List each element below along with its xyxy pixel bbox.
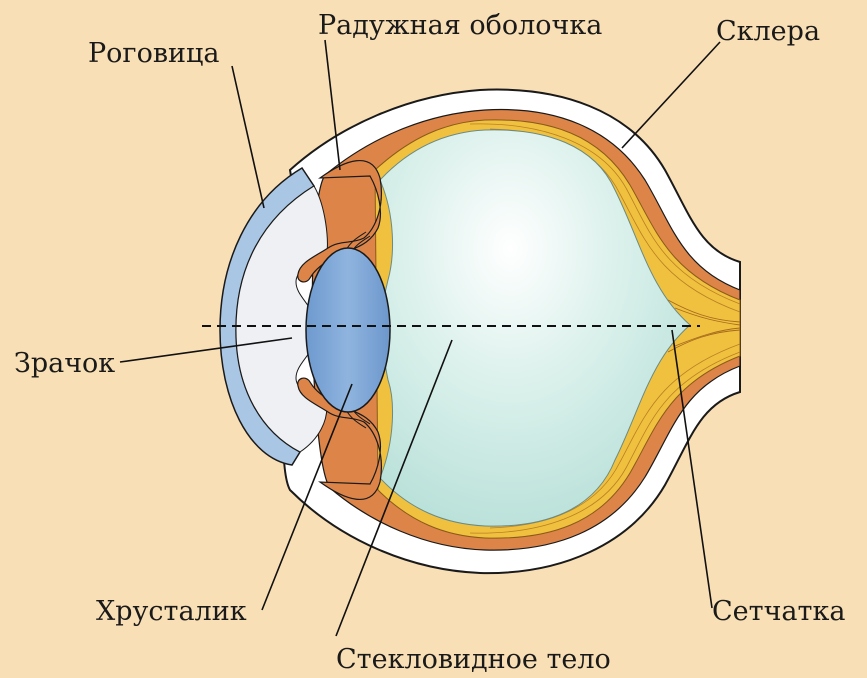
lens bbox=[306, 248, 390, 412]
label-pupil: Зрачок bbox=[14, 348, 115, 379]
leader-sclera bbox=[622, 42, 720, 148]
label-sclera: Склера bbox=[716, 16, 820, 47]
label-iris: Радужная оболочка bbox=[318, 10, 602, 41]
label-lens: Хрусталик bbox=[96, 596, 247, 627]
label-vitreous: Стекловидное тело bbox=[336, 644, 611, 675]
label-retina: Сетчатка bbox=[712, 596, 845, 627]
label-cornea: Роговица bbox=[88, 38, 219, 69]
leader-cornea bbox=[232, 66, 264, 208]
